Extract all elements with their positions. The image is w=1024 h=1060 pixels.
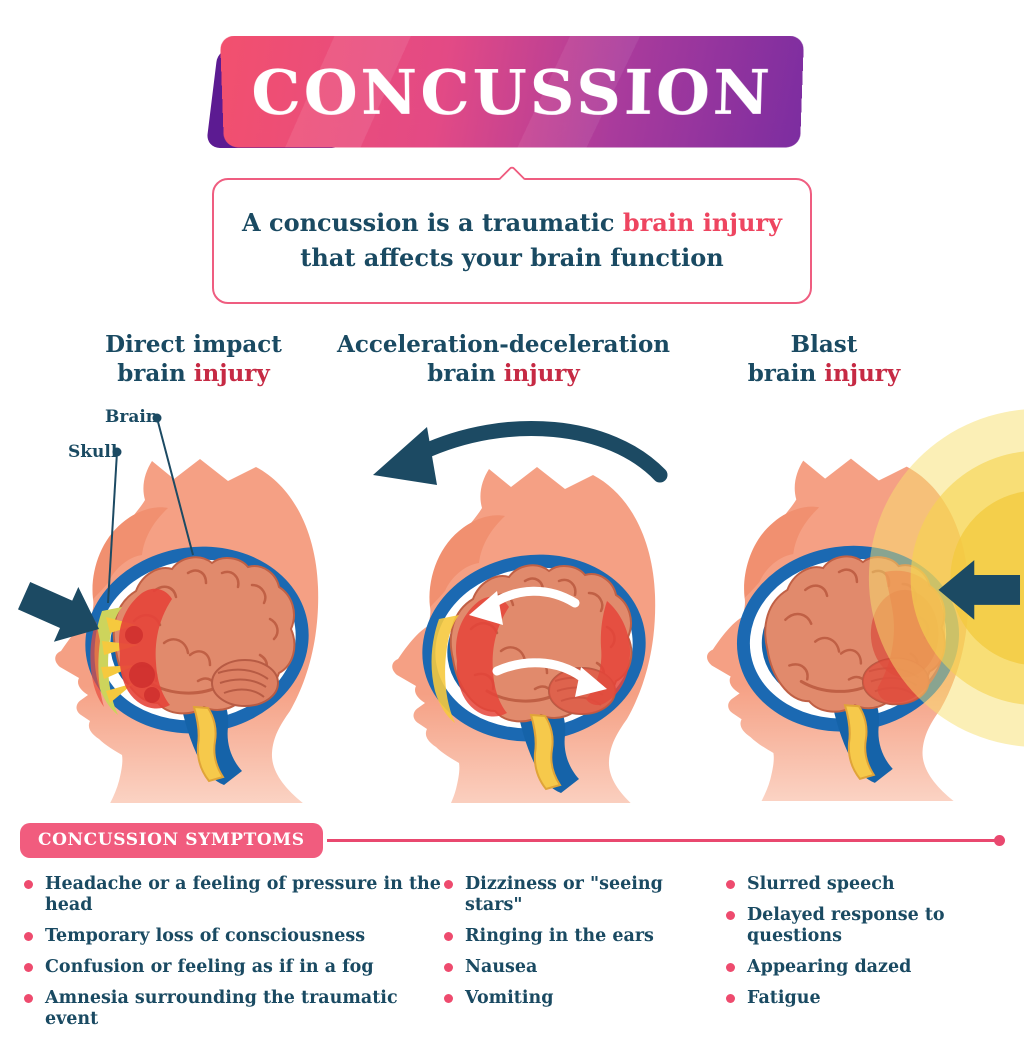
symptom-item: Vomiting	[444, 988, 726, 1009]
symptom-item: Appearing dazed	[726, 957, 1016, 978]
bullet-icon	[726, 911, 735, 921]
symptoms-column-2: Dizziness or "seeing stars" Ringing in t…	[444, 874, 726, 1040]
symptom-item: Confusion or feeling as if in a fog	[24, 957, 444, 978]
intro-before: A concussion is a traumatic	[242, 208, 615, 237]
intro-box-caret	[498, 165, 526, 192]
bullet-icon	[24, 880, 33, 890]
label-leader-lines	[107, 418, 194, 604]
bullet-icon	[726, 963, 735, 973]
symptom-item: Headache or a feeling of pressure in the…	[24, 874, 444, 916]
brain-motion-arrowheads	[469, 591, 607, 698]
intro-line2: that affects your brain function	[300, 242, 724, 272]
symptom-item: Delayed response to questions	[726, 905, 1016, 947]
symptom-item: Ringing in the ears	[444, 926, 726, 947]
title-banner: CONCUSSION	[205, 35, 805, 148]
skin-impact-glow	[90, 621, 104, 708]
impact-rim-front	[431, 615, 459, 724]
symptoms-column-3: Slurred speech Delayed response to quest…	[726, 874, 1016, 1040]
bullet-icon	[726, 994, 735, 1004]
head-motion-arrow-icon	[413, 421, 668, 483]
bullet-icon	[24, 963, 33, 973]
concussion-infographic: CONCUSSION A concussion is a traumatic b…	[0, 35, 1024, 1040]
symptom-item: Nausea	[444, 957, 726, 978]
intro-highlight: brain injury	[622, 208, 782, 237]
symptom-item: Amnesia surrounding the traumatic event	[24, 988, 444, 1030]
bullet-icon	[444, 880, 453, 890]
symptoms-column-1: Headache or a feeling of pressure in the…	[24, 874, 444, 1040]
injury-zone-back	[586, 601, 631, 706]
bullet-icon	[726, 880, 735, 890]
symptoms-header: CONCUSSION SYMPTOMS	[20, 823, 1006, 859]
brain-motion-arrows	[486, 587, 592, 686]
hematoma-spots	[125, 626, 160, 704]
impact-rim	[94, 607, 122, 716]
direct-impact-illustration	[11, 413, 334, 804]
intro-text: A concussion is a traumatic brain injury…	[232, 206, 792, 276]
direct-impact-figure: Brain Skull	[0, 403, 335, 804]
blast-illustration	[705, 409, 1024, 802]
symptoms-badge: CONCUSSION SYMPTOMS	[20, 823, 323, 859]
page-title: CONCUSSION	[250, 55, 774, 129]
blast-figure	[672, 403, 1024, 803]
injury-zone-front	[455, 597, 509, 717]
symptoms-columns: Headache or a feeling of pressure in the…	[0, 858, 1024, 1040]
brain-label: Brain	[105, 407, 159, 428]
symptom-item: Slurred speech	[726, 874, 1016, 895]
label-dots	[112, 413, 162, 457]
bullet-icon	[444, 963, 453, 973]
bullet-icon	[444, 994, 453, 1004]
figures-row: Brain Skull	[0, 403, 1024, 804]
symptoms-divider-line	[326, 835, 1006, 847]
bullet-icon	[24, 994, 33, 1004]
bullet-icon	[444, 932, 453, 942]
symptoms-section: CONCUSSION SYMPTOMS Headache or a feelin…	[0, 823, 1024, 1040]
symptom-item: Dizziness or "seeing stars"	[444, 874, 726, 916]
symptom-item: Fatigue	[726, 988, 1016, 1009]
head-motion-arrowhead	[373, 427, 437, 486]
intro-box: A concussion is a traumatic brain injury…	[212, 165, 812, 304]
symptom-item: Temporary loss of consciousness	[24, 926, 444, 947]
skull-label: Skull	[68, 442, 118, 463]
acceleration-deceleration-figure	[335, 403, 672, 804]
acceleration-deceleration-illustration	[373, 421, 671, 804]
bullet-icon	[24, 932, 33, 942]
